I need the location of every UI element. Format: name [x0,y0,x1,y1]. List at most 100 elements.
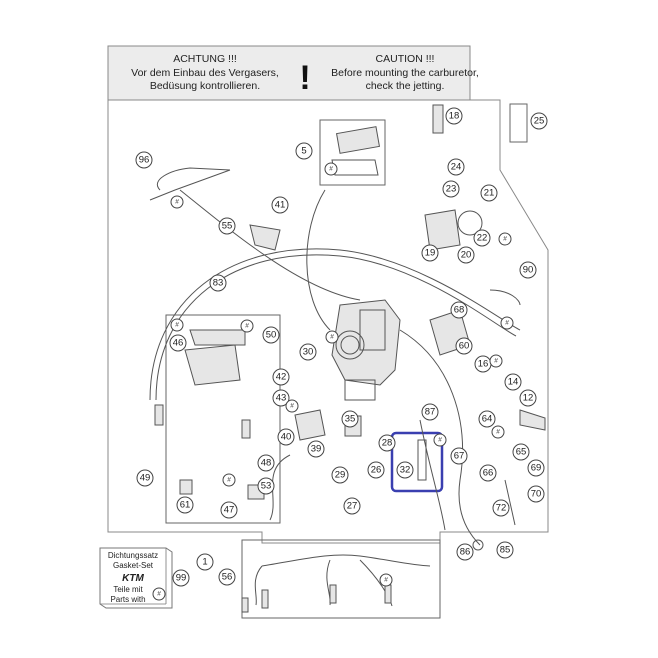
callout-41: 41 [271,196,289,214]
callout-circle [421,244,439,262]
callout-83: 83 [209,274,227,292]
callout-22: 22 [473,229,491,247]
callout-5: 5 [295,142,313,160]
callout-circle [504,373,522,391]
hash-mark: # [325,330,339,344]
callout-48: 48 [257,454,275,472]
callout-32: 32 [396,461,414,479]
callout-circle [421,403,439,421]
callout-circle [480,184,498,202]
callout-circle [176,496,194,514]
callout-circle [172,569,190,587]
callout-96: 96 [135,151,153,169]
callout-35: 35 [341,410,359,428]
hash-mark: # [285,399,299,413]
hash-mark: # [489,354,503,368]
callout-label: 35 [345,414,356,425]
callout-circle [169,334,187,352]
callout-circle [307,440,325,458]
callout-circle [218,568,236,586]
callout-46: 46 [169,334,187,352]
hose-set-box [241,539,441,619]
gasket-set-hash: # [157,591,161,598]
callout-label: 72 [496,503,507,514]
callout-label: 68 [454,305,465,316]
callout-circle [331,466,349,484]
hash-mark-layer: ############# [170,162,514,587]
gasket-set-box: Dichtungssatz Gasket-Set KTM Teile mit P… [99,547,173,609]
callout-label: 70 [531,489,542,500]
callout-circle [257,454,275,472]
callout-label: 20 [461,250,472,261]
callout-label: 16 [478,359,489,370]
callout-label: 18 [449,111,460,122]
parts-shapes [149,104,546,613]
callout-circle [512,443,530,461]
callout-40: 40 [277,428,295,446]
callout-circle [378,434,396,452]
callout-label: 47 [224,505,235,516]
callout-label: 14 [508,377,519,388]
warning-en-line1: Before mounting the carburetor, [331,67,479,79]
callout-circle [367,461,385,479]
callout-circle [299,343,317,361]
callout-50: 50 [262,326,280,344]
callout-label: 64 [482,414,493,425]
callout-circle [277,428,295,446]
warning-en-title: CAUTION !!! [376,53,435,65]
callout-circle [136,469,154,487]
callout-label: 40 [281,432,292,443]
callout-label: 86 [460,547,471,558]
callout-69: 69 [527,459,545,477]
float-bowl-group-box [165,314,281,524]
callout-circle [456,543,474,561]
callout-53: 53 [257,477,275,495]
callout-label: 50 [266,330,277,341]
hash-mark-label: # [245,323,249,330]
callout-circle [262,326,280,344]
callout-label: 46 [173,338,184,349]
callout-circle [530,112,548,130]
callout-circle [457,246,475,264]
warning-de-line1: Vor dem Einbau des Vergasers, [131,67,279,79]
callout-29: 29 [331,466,349,484]
hash-mark: # [498,232,512,246]
hash-mark: # [491,425,505,439]
callout-16: 16 [474,355,492,373]
callout-label: 25 [534,116,545,127]
callout-circle [442,180,460,198]
callout-label: 53 [261,481,272,492]
callout-circle [396,461,414,479]
callout-circle [271,196,289,214]
callout-87: 87 [421,403,439,421]
callout-90: 90 [519,261,537,279]
callout-72: 72 [492,499,510,517]
hash-mark-label: # [330,334,334,341]
callout-circle [445,107,463,125]
callout-circle [257,477,275,495]
hash-mark-label: # [503,236,507,243]
callout-label: 49 [140,473,151,484]
callout-14: 14 [504,373,522,391]
callout-label: 61 [180,500,191,511]
callout-49: 49 [136,469,154,487]
callout-label: 56 [222,572,233,583]
callout-label: 99 [176,573,187,584]
callout-70: 70 [527,485,545,503]
callout-21: 21 [480,184,498,202]
callout-61: 61 [176,496,194,514]
callout-18: 18 [445,107,463,125]
hash-mark-label: # [175,322,179,329]
callout-label: 22 [477,233,488,244]
warning-de-title: ACHTUNG !!! [173,53,237,65]
callout-42: 42 [272,368,290,386]
callout-label: 90 [523,265,534,276]
callout-circle [492,499,510,517]
callout-39: 39 [307,440,325,458]
hash-mark: # [222,473,236,487]
hash-mark: # [379,573,393,587]
highlight-box-part-32 [390,431,444,493]
callout-55: 55 [218,217,236,235]
